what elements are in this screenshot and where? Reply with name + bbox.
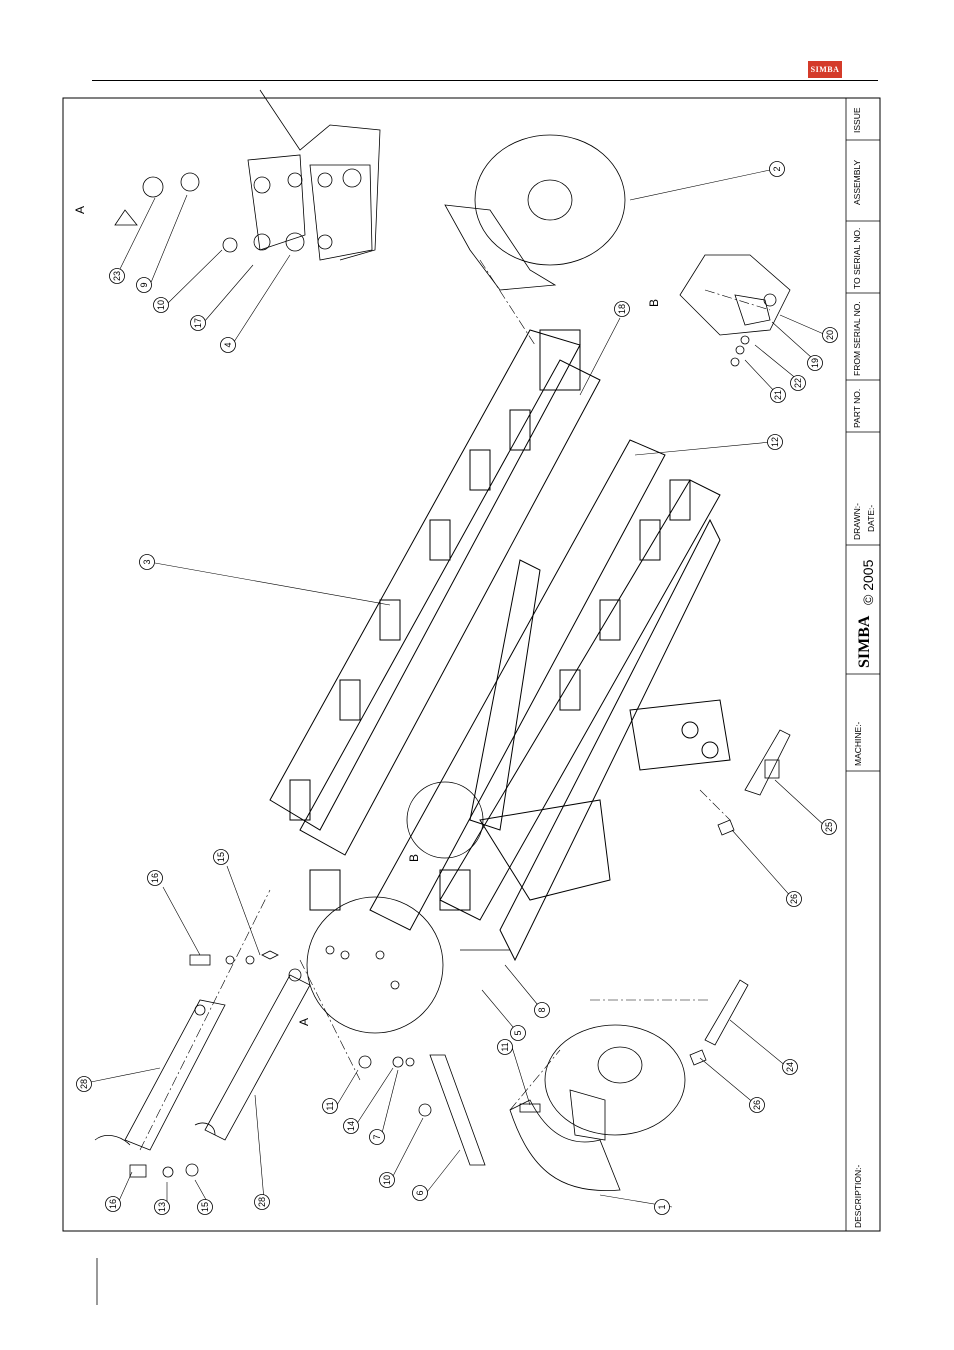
part-no-label: PART NO.	[852, 389, 862, 428]
callout-text: 16	[150, 873, 160, 883]
callout-text: 15	[200, 1202, 210, 1212]
callout-text: 24	[785, 1062, 795, 1072]
disc-2	[445, 135, 625, 290]
copyright-label: © 2005	[860, 560, 876, 605]
drawn-label: DRAWN:-	[852, 503, 862, 540]
assembly-label: ASSEMBLY	[852, 160, 862, 205]
drawing-frame	[63, 98, 880, 1231]
detail-circle-a	[307, 897, 443, 1033]
callout-text: 28	[257, 1197, 267, 1207]
to-serial-label: TO SERIAL NO.	[852, 228, 862, 289]
view-label-b-right: B	[647, 299, 661, 307]
callout-text: 28	[79, 1079, 89, 1089]
callout-text: 21	[773, 390, 783, 400]
callout-text: 23	[112, 271, 122, 281]
callout-text: 2	[772, 166, 782, 171]
callout-text: 22	[793, 378, 803, 388]
callout-text: 15	[216, 852, 226, 862]
callout-text: 19	[810, 358, 820, 368]
callout-text: 10	[382, 1175, 392, 1185]
callout-text: 11	[500, 1042, 510, 1051]
callout-text: 26	[789, 894, 799, 904]
detail-a-brackets	[115, 90, 380, 260]
callout-text: 6	[415, 1190, 425, 1195]
disc-1	[510, 1025, 685, 1191]
callout-text: 20	[825, 330, 835, 340]
callout-text: 13	[157, 1202, 167, 1212]
machine-label: MACHINE:-	[853, 722, 863, 766]
detail-circle-b	[407, 782, 483, 858]
callout-text: 14	[346, 1121, 356, 1131]
callout-text: 5	[513, 1030, 523, 1035]
bracket-6	[359, 950, 540, 1165]
issue-label: ISSUE	[852, 107, 862, 133]
callout-text: 11	[325, 1101, 335, 1110]
brand-label: SIMBA	[856, 616, 874, 668]
callout-text: 26	[752, 1100, 762, 1110]
callout-balloons	[77, 162, 838, 1215]
callout-text: 16	[108, 1199, 118, 1209]
callout-text: 17	[193, 318, 203, 328]
callout-text: 4	[223, 342, 233, 347]
detail-b-bracket	[680, 255, 790, 366]
main-frame	[270, 330, 730, 960]
view-label-a-bottom: A	[297, 1018, 311, 1026]
view-label-a-top: A	[73, 206, 87, 214]
callout-text: 18	[617, 304, 627, 314]
callout-text: 10	[156, 300, 166, 310]
tine-arms	[95, 951, 310, 1177]
view-label-b-centre: B	[407, 854, 421, 862]
callout-text: 8	[537, 1007, 547, 1012]
date-label: DATE:-	[866, 505, 876, 532]
callout-text: 7	[372, 1134, 382, 1139]
callout-text: 25	[824, 822, 834, 832]
from-serial-label: FROM SERIAL NO.	[852, 301, 862, 376]
callout-text: 9	[139, 282, 149, 287]
callout-text: 12	[770, 437, 780, 447]
description-label: DESCRIPTION:-	[853, 1165, 863, 1228]
callout-text: 3	[142, 559, 152, 564]
callout-text: 1	[657, 1204, 667, 1209]
